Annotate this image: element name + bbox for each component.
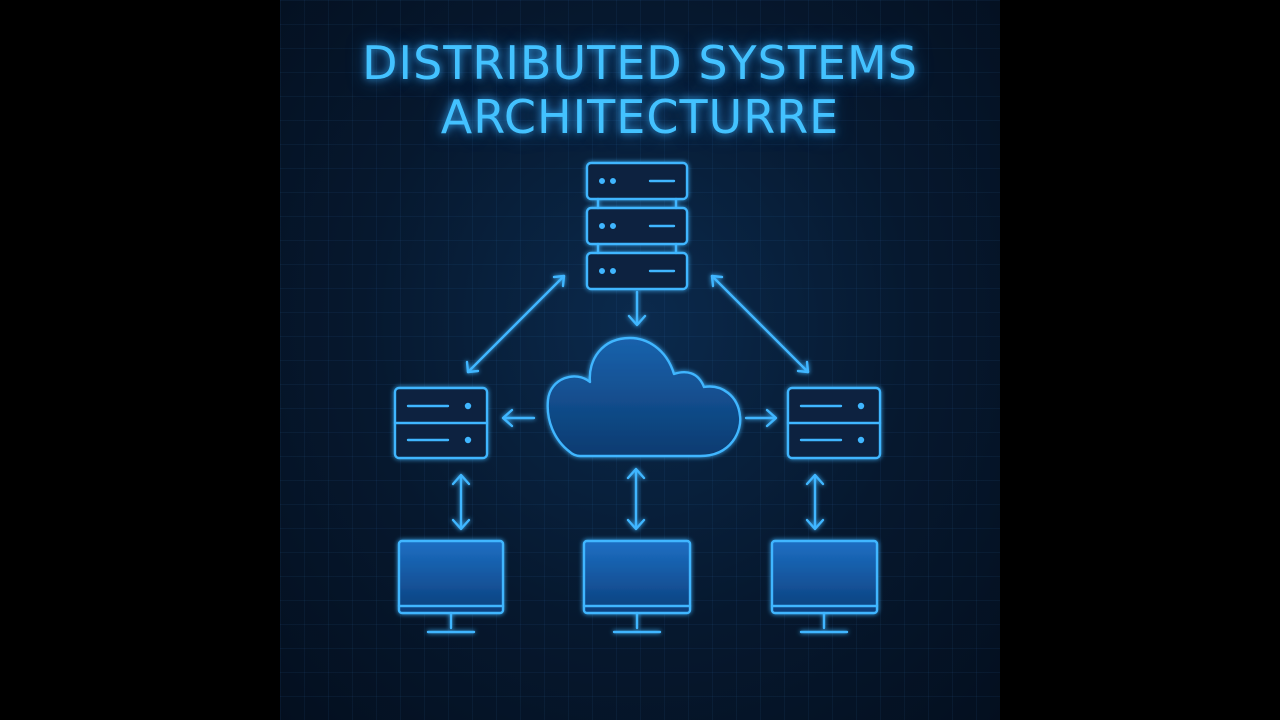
arrow-right-server-monitor	[805, 473, 825, 531]
center-monitor-icon	[582, 539, 692, 634]
arrow-cloud-right	[744, 408, 778, 428]
right-monitor-icon	[770, 539, 879, 634]
architecture-diagram	[393, 161, 882, 634]
central-server-icon	[585, 161, 689, 291]
arrow-cloud-left	[501, 408, 536, 428]
title-line-1: DISTRIBUTED SYSTEMS	[362, 36, 918, 90]
diagram-title: DISTRIBUTED SYSTEMS ARCHITECTURRE	[280, 36, 1000, 144]
diagram-panel: DISTRIBUTED SYSTEMS ARCHITECTURRE	[280, 0, 1000, 720]
cloud-icon	[546, 336, 742, 458]
arrow-cloud-monitor	[626, 467, 646, 531]
arrow-server-right	[710, 274, 810, 374]
arrow-server-to-cloud	[627, 290, 647, 327]
left-monitor-icon	[397, 539, 505, 634]
arrow-server-left	[465, 274, 566, 374]
arrow-left-server-monitor	[451, 473, 471, 531]
title-line-2: ARCHITECTURRE	[440, 90, 840, 144]
left-server-icon	[393, 386, 489, 460]
right-server-icon	[786, 386, 882, 460]
